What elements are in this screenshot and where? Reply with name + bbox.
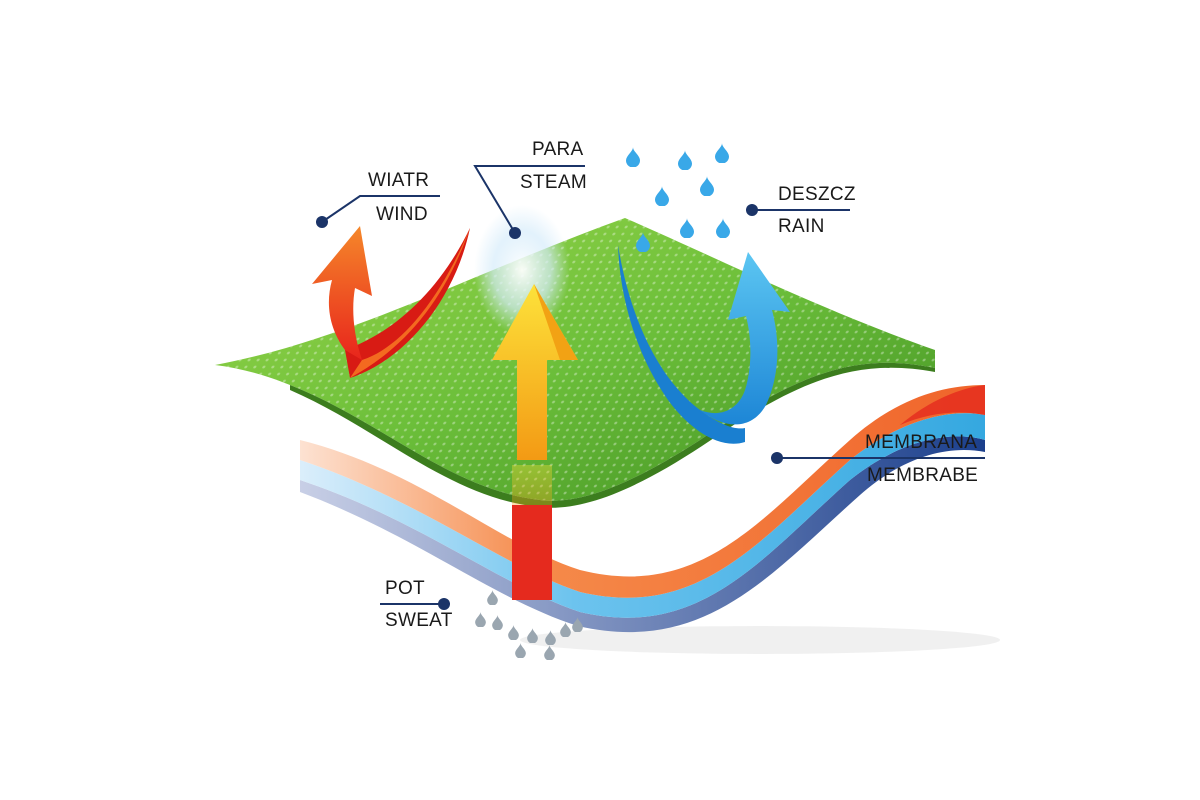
inner-navy-layer [300,436,985,633]
wind-marker [316,216,328,228]
rain-marker [746,204,758,216]
outer-fabric-edge [290,362,935,508]
wind-leader-line [321,195,440,223]
rain-drops [626,143,730,252]
water-drop-icon [560,622,571,637]
water-drop-icon [655,186,669,206]
leader-dots [316,204,783,610]
sweat-label-en: SWEAT [385,610,453,631]
sweat-marker [438,598,450,610]
water-drop-icon [475,612,486,627]
wind-label-en: WIND [376,204,428,225]
water-drop-icon [678,150,692,170]
leader-lines [321,165,985,605]
steam-arrow [492,284,578,600]
water-drop-icon [626,147,640,167]
water-drop-icon [508,625,519,640]
rain-label-en: RAIN [778,216,825,237]
inner-blue-layer [300,413,985,618]
water-drop-icon [492,615,503,630]
water-drop-icon [544,645,555,660]
water-drop-icon [680,218,694,238]
steam-label-pl: PARA [532,139,584,160]
water-drop-icon [487,590,498,605]
rain-label-pl: DESZCZ [778,184,856,205]
water-drop-icon [716,218,730,238]
water-drop-icon [545,630,556,645]
layer-shadow [520,626,1000,654]
steam-marker [509,227,521,239]
water-drop-icon [715,143,729,163]
wind-label-pl: WIATR [368,170,429,191]
steam-mist [474,205,570,335]
wind-arrow [312,226,470,378]
steam-label-en: STEAM [520,172,587,193]
rain-arrow [618,245,790,444]
membrane-label-pl: MEMBRANA [865,432,977,453]
steam-leader-line [473,165,585,234]
water-drop-icon [515,643,526,658]
membrane-edge [900,385,985,425]
sweat-label-pl: POT [385,578,425,599]
water-drop-icon [700,176,714,196]
water-drop-icon [527,628,538,643]
membrane-layer [300,385,985,598]
membrane-label-en: MEMBRABE [867,465,978,486]
membrane-marker [771,452,783,464]
